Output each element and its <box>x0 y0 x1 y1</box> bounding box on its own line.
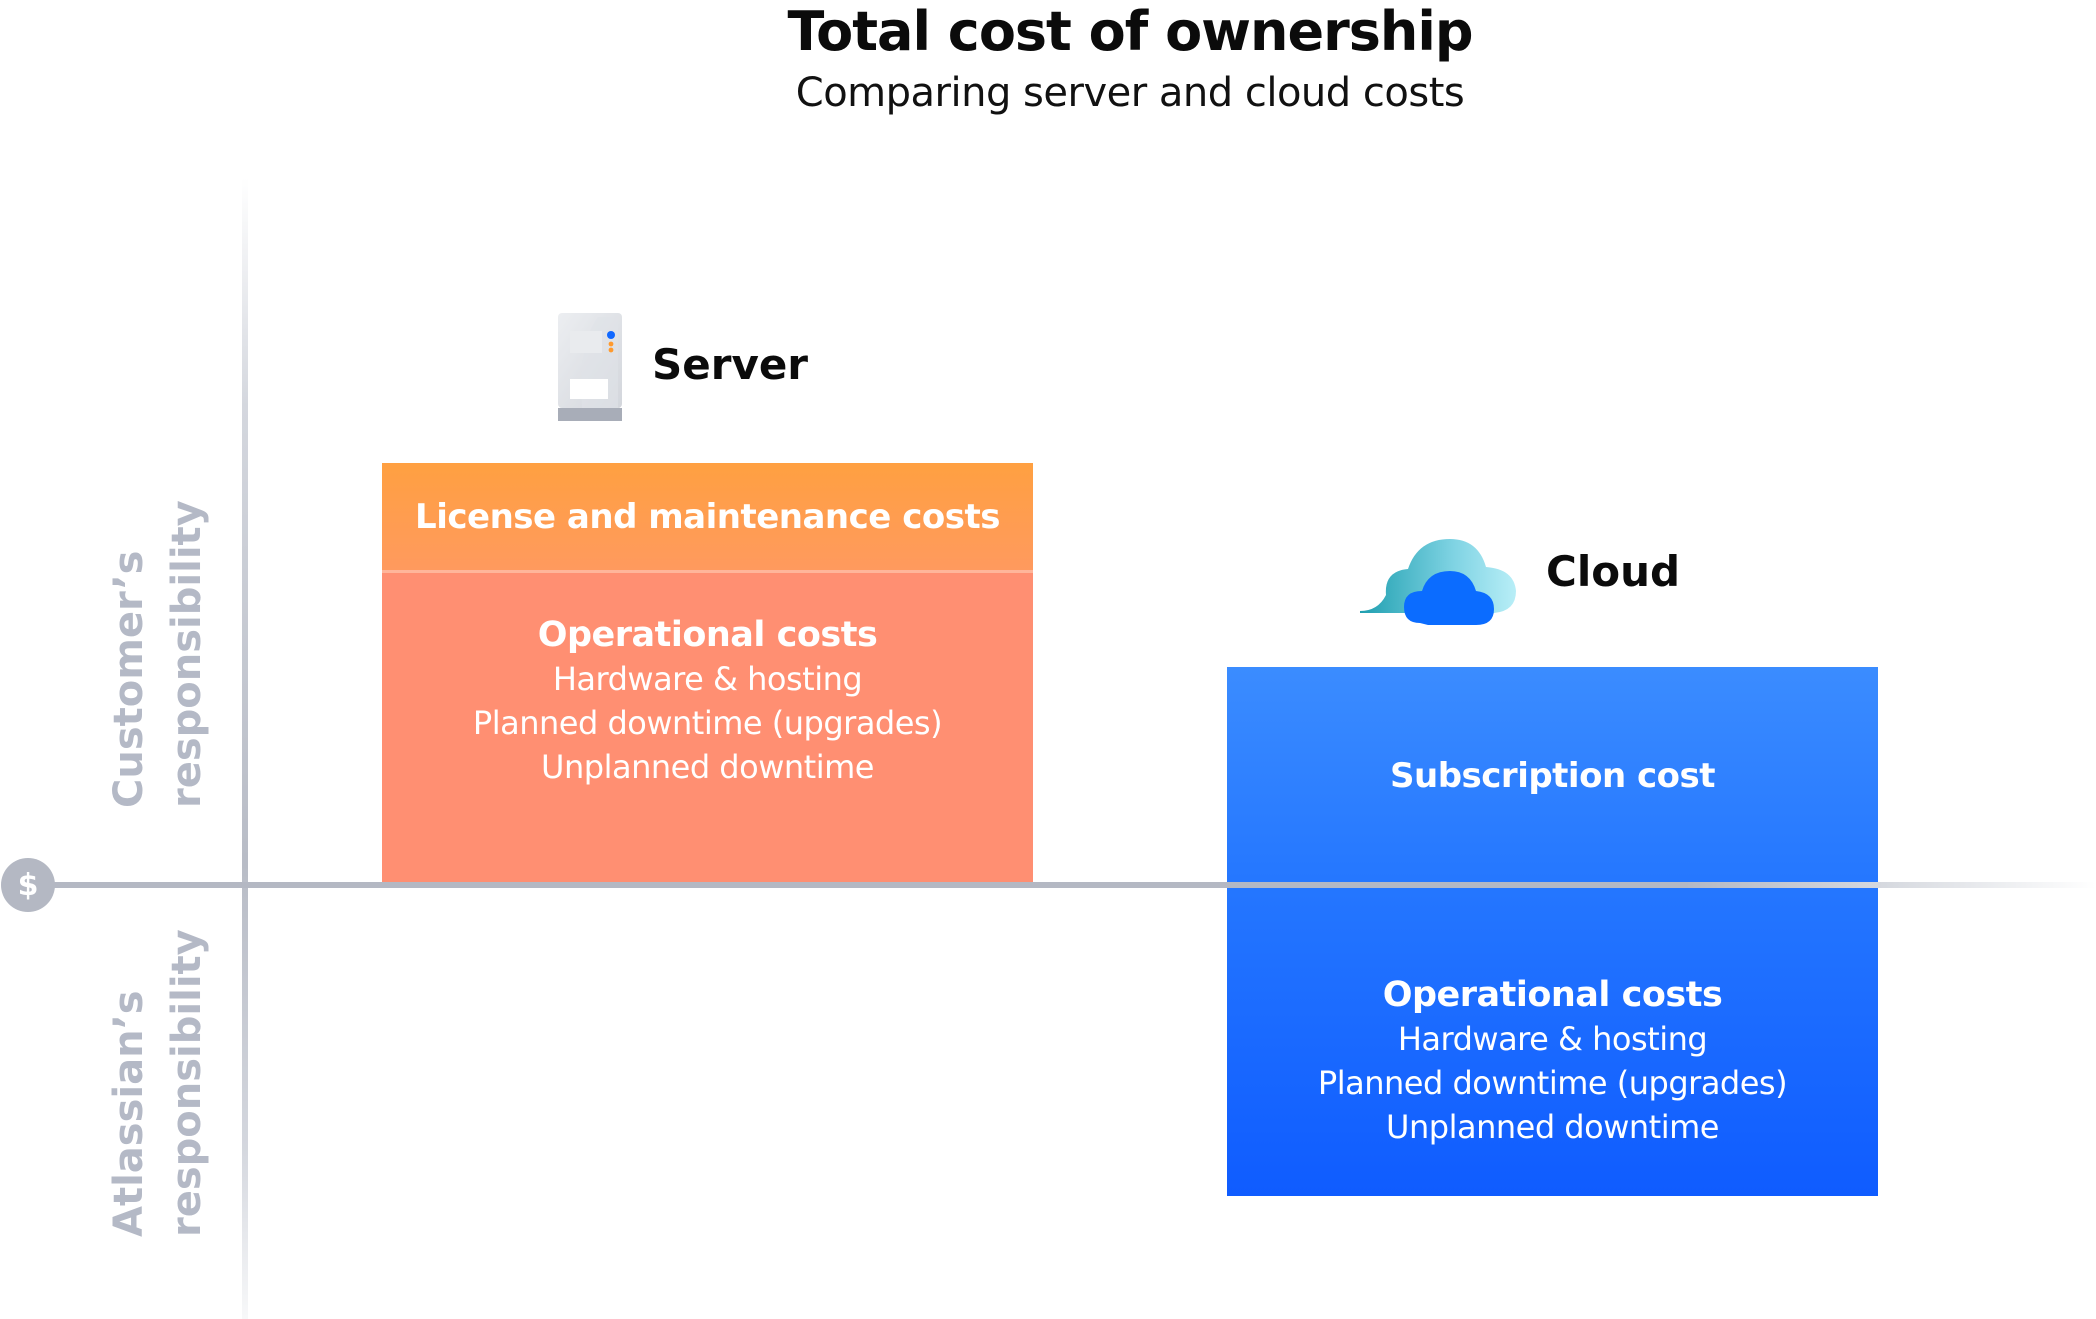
customer-responsibility-label: Customer’s responsibility <box>100 500 216 808</box>
cloud-operational-item: Planned downtime (upgrades) <box>1317 1064 1788 1102</box>
chart-title: Total cost of ownership <box>787 0 1473 63</box>
cloud-operational-title: Operational costs <box>1382 975 1723 1015</box>
license-maintenance-cost: License and maintenance costs <box>382 463 1033 570</box>
server-operational-costs: Operational costs Hardware & hosting Pla… <box>382 573 1033 885</box>
server-block-divider <box>382 570 1033 573</box>
subscription-cost: Subscription cost <box>1390 756 1716 796</box>
vertical-axis <box>242 178 248 1319</box>
cloud-icon <box>1358 533 1524 629</box>
server-operational-item: Unplanned downtime <box>541 748 874 786</box>
server-icon <box>558 313 622 421</box>
cloud-operational-item: Hardware & hosting <box>1397 1020 1708 1058</box>
cloud-operational-costs: Operational costs Hardware & hosting Pla… <box>1227 885 1878 1149</box>
dollar-icon: $ <box>1 858 55 912</box>
customer-label-line1: Customer’s <box>106 550 152 808</box>
cloud-operational-item: Unplanned downtime <box>1386 1108 1719 1146</box>
atlassian-responsibility-label: Atlassian’s responsibility <box>100 929 216 1237</box>
server-operational-item: Planned downtime (upgrades) <box>472 704 943 742</box>
atlassian-label-line1: Atlassian’s <box>106 990 152 1237</box>
cloud-cost-block: Subscription cost Operational costs Hard… <box>1227 667 1878 1196</box>
server-cost-block: License and maintenance costs Operationa… <box>382 463 1033 885</box>
chart-subtitle: Comparing server and cloud costs <box>795 70 1465 116</box>
horizontal-axis <box>40 882 2096 888</box>
atlassian-label-line2: responsibility <box>164 929 210 1237</box>
server-label: Server <box>652 340 809 389</box>
cloud-label: Cloud <box>1546 547 1681 596</box>
server-operational-item: Hardware & hosting <box>552 660 863 698</box>
customer-label-line2: responsibility <box>164 500 210 808</box>
server-operational-title: Operational costs <box>537 615 878 655</box>
